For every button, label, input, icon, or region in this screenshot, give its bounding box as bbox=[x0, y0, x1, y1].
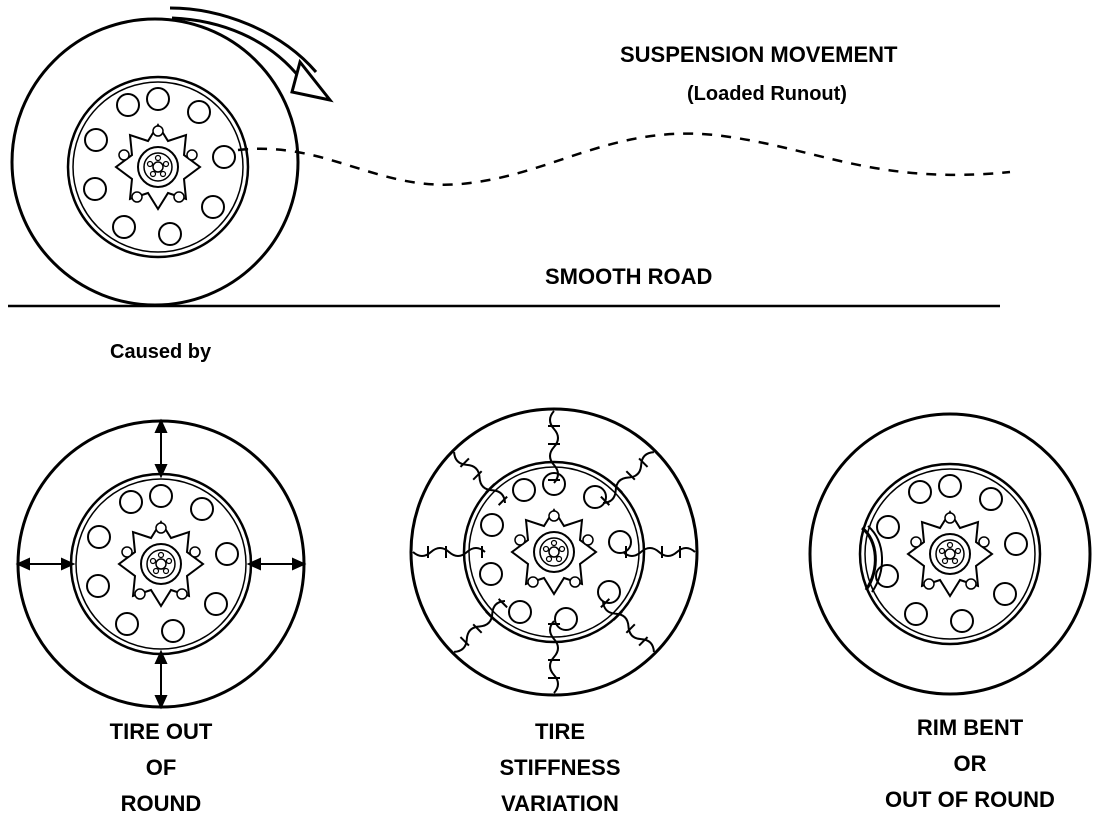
caption-line: ROUND bbox=[120, 791, 202, 816]
caption-tire-stiffness-variation: TIRE STIFFNESS VARIATION bbox=[440, 714, 680, 822]
caption-line: OF bbox=[145, 755, 177, 780]
caption-line: VARIATION bbox=[501, 791, 619, 816]
rotation-arrow-icon bbox=[169, 6, 334, 103]
caption-line: OR bbox=[953, 751, 987, 776]
road-label: SMOOTH ROAD bbox=[545, 264, 713, 289]
caption-tire-out-of-round: TIRE OUT OF ROUND bbox=[41, 714, 281, 822]
rim-bent-dent bbox=[861, 526, 877, 591]
caption-line: STIFFNESS bbox=[499, 755, 621, 780]
diagram-subtitle: (Loaded Runout) bbox=[687, 83, 847, 105]
caption-line: TIRE OUT bbox=[109, 719, 213, 744]
double-arrow-icon bbox=[15, 418, 307, 710]
diagram-title: SUSPENSION MOVEMENT bbox=[620, 42, 898, 67]
caption-line: OUT OF ROUND bbox=[885, 787, 1055, 812]
wheel-tire-stiffness-variation bbox=[409, 407, 699, 697]
wheel-rim-bent bbox=[808, 412, 1092, 696]
spring-icon bbox=[412, 410, 696, 694]
suspension-movement-curve bbox=[237, 132, 1011, 186]
caption-rim-bent: RIM BENT OR OUT OF ROUND bbox=[850, 710, 1090, 818]
caption-line: TIRE bbox=[534, 719, 586, 744]
rolling-wheel bbox=[10, 17, 300, 307]
caption-line: RIM BENT bbox=[916, 715, 1024, 740]
caused-by-label: Caused by bbox=[110, 341, 212, 363]
wheel-tire-out-of-round bbox=[15, 418, 307, 710]
